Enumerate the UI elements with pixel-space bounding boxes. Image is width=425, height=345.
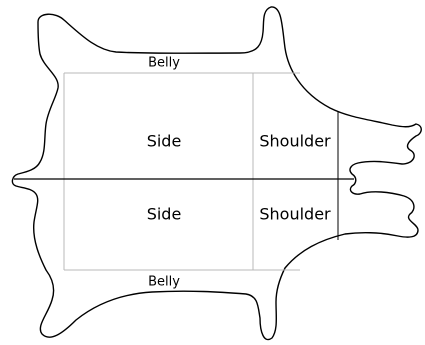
- shoulder-label-bottom: Shoulder: [259, 205, 331, 224]
- side-label-bottom: Side: [147, 205, 182, 224]
- shoulder-label-top: Shoulder: [259, 132, 331, 151]
- belly-label-top: Belly: [148, 56, 180, 71]
- belly-label-bottom: Belly: [148, 275, 180, 290]
- hide-outline: [12, 7, 421, 340]
- side-label-top: Side: [147, 132, 182, 151]
